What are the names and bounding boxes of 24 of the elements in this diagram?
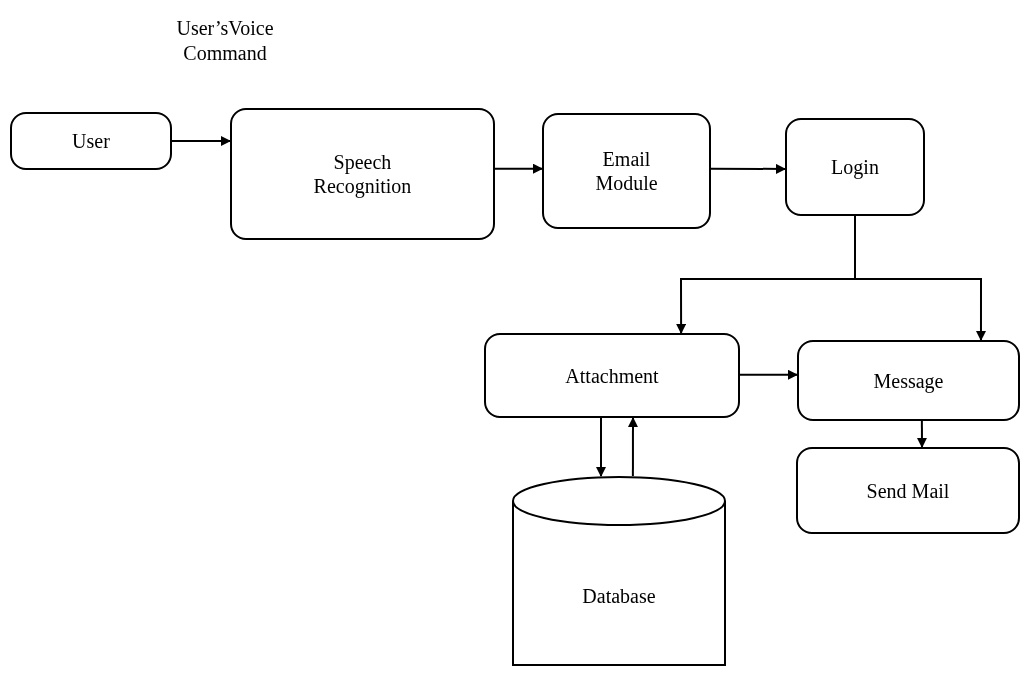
process-box	[542, 113, 711, 229]
node-label: Database	[582, 584, 656, 608]
node-label: Email Module	[594, 147, 659, 195]
node-label: Speech Recognition	[312, 150, 413, 198]
arrow	[628, 417, 638, 477]
arrow	[916, 420, 927, 448]
node-label: User	[72, 129, 110, 153]
arrow	[171, 136, 231, 146]
arrow	[854, 215, 986, 341]
arrow	[596, 417, 606, 477]
arrow	[494, 163, 543, 174]
process-box	[10, 112, 172, 170]
process-box	[797, 340, 1020, 421]
node-label: Send Mail	[866, 478, 950, 503]
process-box	[230, 108, 495, 240]
node-label: Attachment	[565, 363, 659, 388]
node-label: Login	[831, 155, 879, 179]
process-box	[796, 447, 1020, 534]
node-label: Message	[873, 368, 944, 393]
arrow	[710, 163, 786, 174]
database-cylinder	[512, 476, 726, 666]
arrow	[739, 369, 798, 380]
process-box	[484, 333, 740, 418]
process-box	[785, 118, 925, 216]
